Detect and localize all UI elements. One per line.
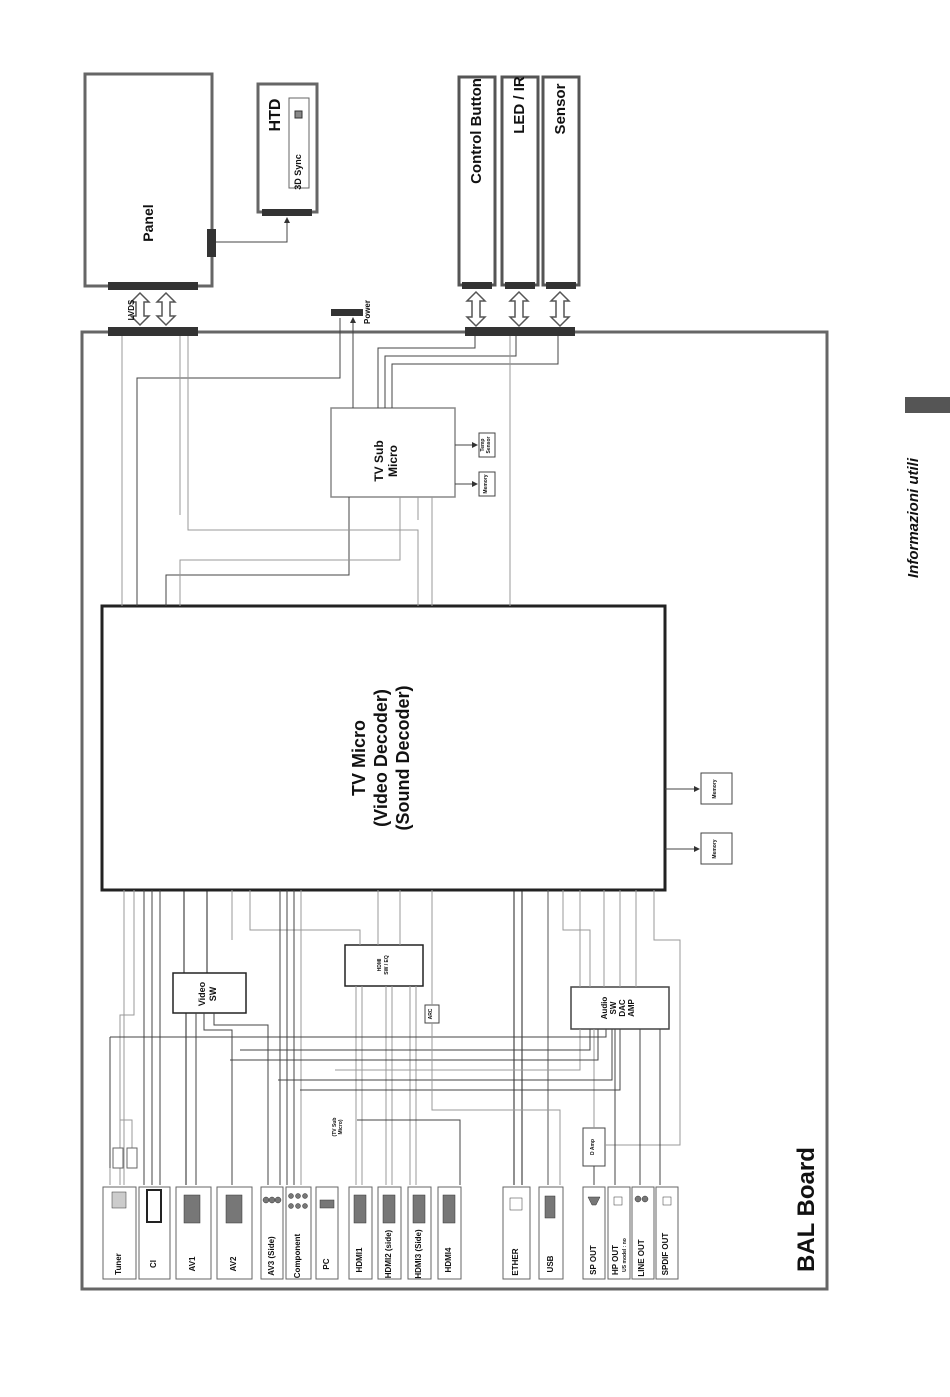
- htd-link-line: [216, 217, 290, 243]
- input-label-hdmi4: HDMI4: [444, 1247, 453, 1273]
- audio-block-label: Audio SW DAC AMP: [600, 983, 640, 1033]
- front-double-arrows: [465, 290, 571, 328]
- tv-micro-label: TV Micro (Video Decoder) (Sound Decoder): [348, 658, 418, 858]
- audio-line-1: Audio: [600, 996, 609, 1020]
- panel-label: Panel: [140, 204, 156, 242]
- lvds-label: LVDS: [127, 299, 136, 321]
- input-label-hdmi1: HDMI1: [355, 1247, 364, 1273]
- tv-micro-box: [100, 604, 667, 892]
- input-label-pc: PC: [322, 1258, 331, 1270]
- led-ir-label: LED / IR: [511, 76, 528, 134]
- sub-memory-box: [478, 471, 496, 497]
- micro-top-lines: [121, 318, 511, 606]
- hdmi-sw-label: HDMI SW / EQ: [377, 945, 391, 985]
- micro-memory-box-1: [700, 772, 733, 805]
- output-label-hp-out: HP OUT: [611, 1244, 620, 1276]
- input-label-hdmi3: HDMI3 (Side): [414, 1229, 423, 1279]
- input-label-av2: AV2: [229, 1256, 238, 1272]
- hdmi-sw-box: [344, 944, 424, 987]
- sensor-box: [541, 75, 581, 287]
- input-label-av3: AV3 (Side): [267, 1236, 276, 1276]
- sync3d-label: 3D Sync: [293, 154, 303, 190]
- tv-sub-micro-line-2: Micro: [386, 445, 400, 478]
- tv-micro-line-3: (Sound Decoder): [393, 685, 413, 831]
- panel-htd-connector: [207, 229, 216, 257]
- panel-lvds-connector: [108, 282, 198, 290]
- tv-sub-micro-box: [330, 407, 456, 498]
- tv-sub-micro-small-line-2: Micro): [338, 1119, 344, 1135]
- temp-sensor-box: [478, 432, 496, 458]
- temp-sensor-line-2: Sensor: [486, 436, 492, 454]
- sub-micro-top-lines: [350, 317, 559, 408]
- tv-sub-micro-label: TV Sub Micro: [372, 421, 404, 501]
- output-label-sp-out: SP OUT: [589, 1245, 598, 1275]
- panel-box: [83, 72, 214, 288]
- htd-led: [294, 110, 303, 119]
- input-label-usb: USB: [546, 1255, 555, 1273]
- front-board-connector: [465, 327, 575, 336]
- video-sw-line-2: SW: [208, 986, 218, 1002]
- power-label: Power: [363, 300, 372, 325]
- video-sw-label: Video SW: [197, 969, 221, 1019]
- micro-memory-label-1: Memory: [712, 779, 718, 799]
- input-lines: [109, 986, 621, 1185]
- sensor-connector: [546, 282, 576, 289]
- output-label-spdif-out: SPDIF OUT: [661, 1232, 670, 1276]
- audio-line-4: AMP: [627, 999, 636, 1017]
- connector-icons: [111, 1189, 672, 1224]
- tv-micro-line-2: (Video Decoder): [371, 689, 391, 827]
- bal-board-frame: [80, 330, 829, 1291]
- input-label-tuner: Tuner: [114, 1253, 123, 1275]
- board-title: BAL Board: [793, 1147, 820, 1272]
- video-sw-line-1: Video: [197, 981, 207, 1007]
- control-button-box: [457, 75, 497, 287]
- output-label-line-out: LINE OUT: [637, 1239, 646, 1277]
- input-label-ci: CI: [149, 1260, 158, 1268]
- control-button-connector: [462, 282, 492, 289]
- tuner-internals: [112, 1147, 138, 1169]
- tv-sub-micro-line-1: TV Sub: [372, 440, 386, 482]
- input-boxes: [102, 1186, 679, 1280]
- led-ir-connector: [505, 282, 535, 289]
- tv-sub-micro-small-label: (TV Sub Micro): [332, 1112, 346, 1142]
- tv-micro-line-1: TV Micro: [349, 720, 369, 797]
- temp-sensor-label: Temp Sensor: [480, 430, 494, 460]
- output-hp-note: US model : no: [622, 1238, 628, 1272]
- damp-label: D Amp: [590, 1139, 596, 1155]
- lvds-connector: [108, 327, 198, 336]
- htd-3dsync-box: [288, 97, 310, 189]
- arc-label: ARC: [428, 1008, 434, 1020]
- audio-line-2: SW: [609, 1001, 618, 1015]
- sub-memory-label: Memory: [483, 474, 489, 494]
- video-sw-box: [172, 972, 247, 1014]
- htd-connector: [262, 209, 312, 216]
- lvds-double-arrows: [129, 291, 177, 327]
- audio-line-3: DAC: [618, 999, 627, 1017]
- section-tab-marker: [905, 397, 950, 413]
- power-connector: [331, 309, 363, 316]
- input-label-component: Component: [293, 1233, 302, 1279]
- htd-label: HTD: [267, 98, 284, 132]
- micro-memory-label-2: Memory: [712, 839, 718, 859]
- micro-memory-box-2: [700, 832, 733, 865]
- hdmi-sw-line-2: SW / EQ: [384, 955, 390, 975]
- control-button-label: Control Button: [468, 78, 485, 184]
- input-label-hdmi2: HDMI2 (side): [384, 1229, 393, 1279]
- hdmi-sw-line-1: HDMI: [377, 958, 383, 972]
- input-label-ether: ETHER: [511, 1248, 520, 1276]
- input-label-av1: AV1: [188, 1256, 197, 1272]
- sensor-label: Sensor: [552, 83, 569, 135]
